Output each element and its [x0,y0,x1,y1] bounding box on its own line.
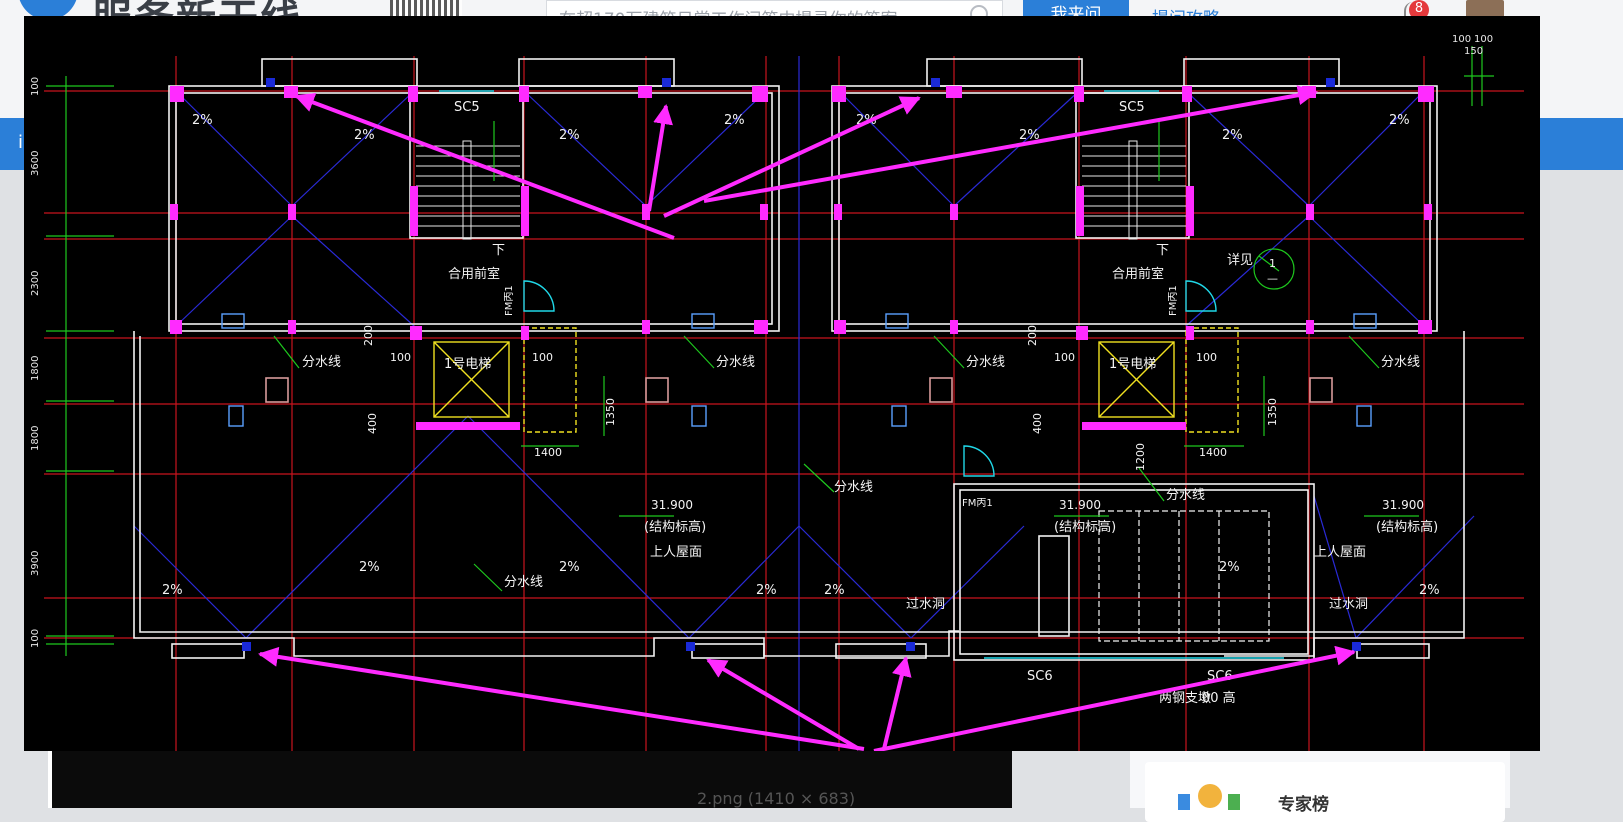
slope-diagonals [133,56,1475,751]
expert-list-title: 专家榜 [1278,795,1329,815]
roof-label-right: 上人屋面 [1314,545,1366,560]
dim-100-left: 100 [390,351,411,364]
window-sc5-left: SC5 [454,100,480,115]
nav-item-first[interactable]: i [18,132,24,153]
underlying-cad-image [52,748,1012,808]
divide-line-1: 分水线 [302,355,341,370]
slope-10: 2% [559,560,580,575]
steel-support-label: 两钢支墩 [1159,691,1211,706]
roof-hatches [265,377,1333,403]
detail-sheet: — [1267,272,1278,285]
dim-100-right-b: 100 [1196,351,1217,364]
see-detail-label: 详见 [1227,253,1253,268]
slope-6: 2% [1019,128,1040,143]
dim-1350-left: 1350 [604,398,617,426]
stair-treads [416,140,1186,240]
cad-drawing: 100 3600 2300 1800 1800 3900 100 100 100… [30,34,1524,751]
elevation-mid: 31.900 [1059,498,1101,512]
slope-8: 2% [1389,113,1410,128]
equipment-outline [1098,510,1270,642]
struct-elev-mid: (结构标高) [1054,519,1116,535]
divide-line-3: 分水线 [966,355,1005,370]
image-lightbox[interactable]: 100 3600 2300 1800 1800 3900 100 100 100… [24,16,1540,751]
dim-2300: 2300 [30,271,41,296]
door-label-left: FM丙1 [504,285,515,316]
dim-100-corner-a: 100 [1452,34,1471,45]
window-sc6-left: SC6 [1027,669,1053,684]
dim-100-right: 100 [1054,351,1075,364]
dim-200-right: 200 [1026,325,1039,346]
dim-1800-b: 1800 [30,426,41,451]
slope-3: 2% [559,128,580,143]
dim-1350-right: 1350 [1266,398,1279,426]
slope-9: 2% [359,560,380,575]
dim-100-top: 100 [30,77,41,96]
dim-150-corner: 150 [1464,46,1483,57]
detail-number: 1 [1269,257,1276,270]
divide-line-4: 分水线 [1381,355,1420,370]
slope-12: 2% [756,583,777,598]
window-sc5-right: SC5 [1119,100,1145,115]
dim-200-left: 200 [362,325,375,346]
door-label-right: FM丙1 [1168,285,1179,316]
steel-support-height: 00 高 [1202,690,1236,706]
slope-13: 2% [824,583,845,598]
dim-1800-a: 1800 [30,356,41,381]
roof-drains [221,313,1377,427]
dimension-lines [46,46,1494,656]
slope-15: 2% [1219,560,1240,575]
slope-11: 2% [162,583,183,598]
stair-down-left: 下 [492,243,505,258]
divide-line-7: 分水线 [1166,488,1205,503]
elevator-walls [416,422,1186,430]
dim-100-left-b: 100 [532,351,553,364]
dim-3600: 3600 [30,151,41,176]
dim-3900: 3900 [30,551,41,576]
room-label-right: 合用前室 [1112,266,1164,282]
dim-1200: 1200 [1134,443,1147,471]
slope-7: 2% [1222,128,1243,143]
overflow-hole-left: 过水洞 [906,597,945,612]
dim-400-left: 400 [366,413,379,434]
notification-badge: 8 [1409,0,1429,20]
trophy-icon [1178,784,1240,810]
elevation-left: 31.900 [651,498,693,512]
stair-down-right: 下 [1156,243,1169,258]
dim-100-corner-b: 100 [1474,34,1493,45]
elevator-label-left: 1号电梯 [444,357,491,372]
struct-elev-left: (结构标高) [644,519,706,535]
elevator-shafts [433,327,1239,433]
slope-1: 2% [192,113,213,128]
divide-line-6: 分水线 [504,575,543,590]
struct-elev-right: (结构标高) [1376,519,1438,535]
dim-400-right: 400 [1031,413,1044,434]
slope-14: 2% [1419,583,1440,598]
structural-columns [170,86,1434,340]
leader-lines [273,121,1419,592]
room-label-left: 合用前室 [448,266,500,282]
annotation-arrows [258,85,1356,751]
windows-doors [439,90,1284,659]
dim-1400-right: 1400 [1199,446,1227,459]
elevator-label-right: 1号电梯 [1109,357,1156,372]
elevation-right: 31.900 [1382,498,1424,512]
divide-line-5: 分水线 [834,480,873,495]
site-logo-icon[interactable] [18,0,78,20]
slope-2: 2% [354,128,375,143]
dim-100-bottom: 100 [30,629,41,648]
image-caption: 2.png (1410 × 683) [697,789,856,808]
cad-labels: SC5 SC5 SC6 SC6 合用前室 合用前室 下 下 1号电梯 1号电梯 … [162,100,1440,706]
building-walls [133,58,1465,661]
rain-outlets [242,78,1361,651]
divide-line-2: 分水线 [716,355,755,370]
roof-label-left: 上人屋面 [650,545,702,560]
slope-4: 2% [724,113,745,128]
overflow-hole-right: 过水洞 [1329,597,1368,612]
door-label-mid: FM丙1 [962,498,993,509]
dim-1400-left: 1400 [534,446,562,459]
